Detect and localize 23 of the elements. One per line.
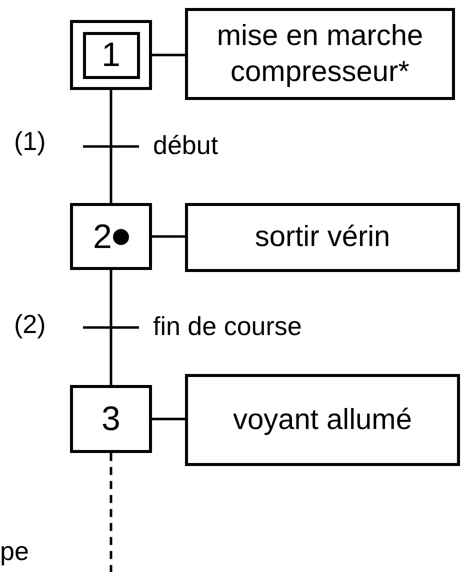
action-link (152, 418, 185, 420)
step-number: 2 (93, 220, 112, 254)
link-line (110, 453, 112, 572)
action-box (185, 8, 455, 100)
transition-number: (1) (14, 128, 46, 154)
step-number: 1 (102, 38, 120, 72)
action-box (185, 374, 460, 466)
action-box (185, 203, 460, 272)
step-box (70, 203, 152, 270)
action-link (152, 235, 185, 238)
transition-condition: fin de course (153, 312, 302, 338)
step-box (70, 385, 152, 453)
action-text: sortir vérin (254, 220, 392, 256)
step-number: 3 (102, 402, 120, 436)
link-line (110, 270, 112, 385)
transition-condition: début (153, 132, 218, 158)
link-line (110, 90, 112, 203)
action-link (152, 54, 185, 56)
transition-number: (2) (14, 311, 46, 337)
initial-step-box (70, 20, 152, 90)
action-text: voyant allumé (232, 402, 413, 438)
note-text: pe (0, 538, 29, 564)
action-text: mise en marche compresseur* (216, 18, 424, 90)
